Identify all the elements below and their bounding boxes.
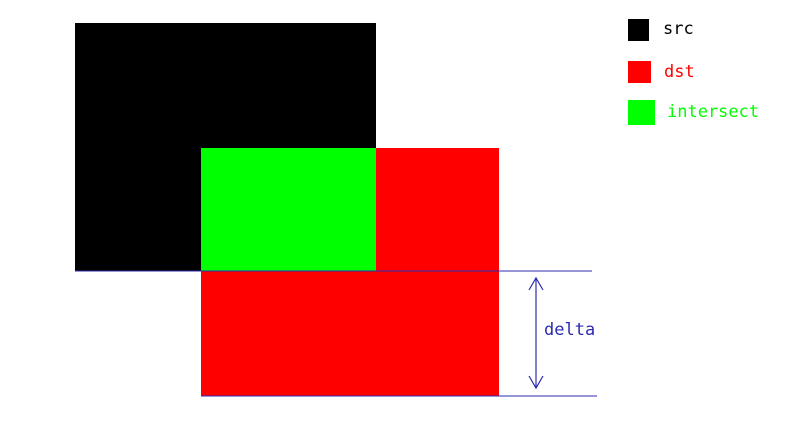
- delta-double-arrow: [528, 276, 544, 390]
- legend-swatch-intersect: [628, 100, 655, 125]
- intersect-rect: [201, 148, 376, 271]
- legend-swatch-src: [628, 19, 649, 41]
- delta-label: delta: [544, 320, 595, 340]
- legend: src dst intersect: [628, 19, 759, 125]
- legend-swatch-dst: [628, 61, 651, 83]
- legend-label-src: src: [663, 19, 694, 39]
- legend-label-intersect: intersect: [667, 102, 759, 122]
- legend-label-dst: dst: [664, 62, 695, 82]
